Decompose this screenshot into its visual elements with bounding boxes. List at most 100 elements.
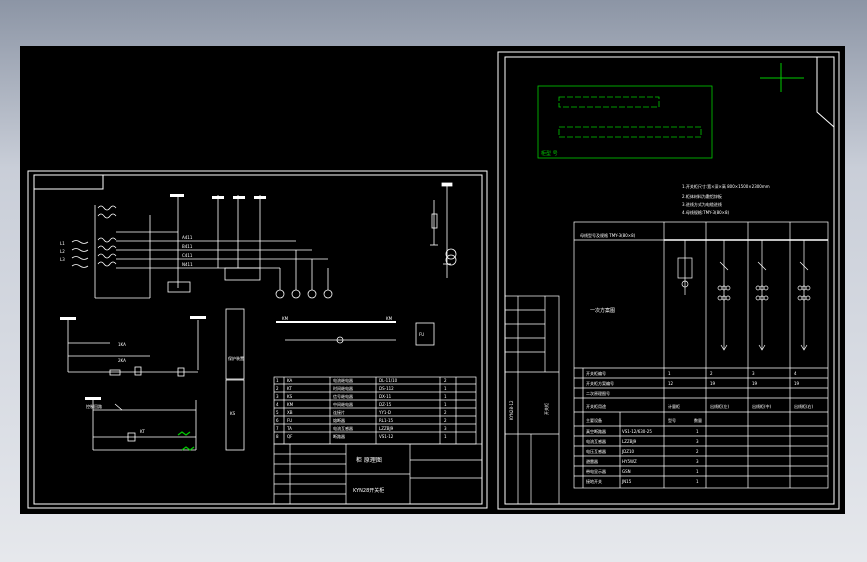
scheme-row-value: 2 bbox=[710, 371, 713, 376]
relay-label-1: 1KA bbox=[118, 342, 126, 347]
device-table-cell: 1 bbox=[276, 378, 279, 383]
instrument-meters bbox=[167, 250, 333, 299]
device-table-cell: 4 bbox=[276, 402, 279, 407]
side-strip-label-b: 开关柜 bbox=[543, 403, 549, 415]
equip-row-name: 电压互感器 bbox=[586, 448, 606, 454]
note-4: 4.母线规格:TMY-3(80×8) bbox=[682, 209, 730, 215]
equip-row-name: 接地开关 bbox=[586, 478, 602, 484]
equip-row-name: 避雷器 bbox=[586, 458, 598, 464]
device-table-cell: 7 bbox=[276, 426, 279, 431]
device-table-cell: 2 bbox=[444, 418, 447, 423]
device-table-cell: 中间继电器 bbox=[333, 401, 353, 407]
device-table-cell: DZ-15 bbox=[379, 402, 392, 407]
wire-label-a: A411 bbox=[182, 235, 193, 240]
device-table-cell: VS1-12 bbox=[379, 434, 394, 439]
device-table-cell: 1 bbox=[444, 434, 447, 439]
equip-row-model: JDZ10 bbox=[621, 449, 635, 454]
equip-row-model: HY5WZ bbox=[622, 459, 637, 464]
device-table-cell: 时间继电器 bbox=[333, 385, 353, 391]
scheme-row-value: 19 bbox=[794, 381, 800, 386]
device-table-cell: DX-11 bbox=[379, 394, 392, 399]
device-table-cell: 2 bbox=[276, 386, 279, 391]
relay-label-2: 2KA bbox=[118, 358, 126, 363]
title-block-grid bbox=[273, 443, 483, 505]
side-box-label-b: KS bbox=[230, 411, 236, 416]
drawing-subtitle: KYN28开关柜 bbox=[353, 487, 384, 494]
ct-label-b: L2 bbox=[60, 249, 65, 254]
scheme-table-grid bbox=[573, 221, 829, 489]
device-table-cell: 断路器 bbox=[333, 433, 345, 439]
device-table-cell: DS-112 bbox=[379, 386, 394, 391]
scheme-row-label: 开关柜方案编号 bbox=[586, 380, 614, 386]
equip-row-name: 真空断路器 bbox=[586, 428, 606, 434]
right-sheet bbox=[497, 51, 840, 510]
bus-label-left: KM bbox=[282, 316, 289, 321]
relay-label-3: KT bbox=[140, 429, 145, 434]
scheme-row-value: 出线柜(中) bbox=[752, 403, 772, 409]
scheme-row-value: 出线柜(右) bbox=[794, 403, 814, 409]
ct-label-c: L3 bbox=[60, 257, 65, 262]
device-table-cell: 3 bbox=[444, 426, 447, 431]
right-sheet-border bbox=[497, 51, 840, 510]
side-strip-label: KYN28-12 bbox=[509, 400, 514, 420]
nameplate-label: 柜型 号 bbox=[541, 150, 558, 157]
device-table-cell: 5 bbox=[276, 410, 279, 415]
wire-label-c: C411 bbox=[182, 253, 193, 258]
device-table-cell: 连接片 bbox=[333, 409, 345, 415]
device-table-cell: 1 bbox=[444, 402, 447, 407]
device-table-cell: KA bbox=[287, 378, 293, 383]
device-table-cell: KT bbox=[287, 386, 292, 391]
scheme-row-value: 12 bbox=[668, 381, 674, 386]
equip-row-qty: 2 bbox=[696, 449, 699, 454]
equip-head-cell: 型号 bbox=[668, 417, 676, 423]
device-table-cell: 熔断器 bbox=[333, 417, 345, 423]
crosshair-cursor bbox=[760, 63, 804, 92]
device-table-cell: QF bbox=[287, 434, 293, 439]
left-sheet-border bbox=[27, 170, 488, 509]
bus-label-right: KM bbox=[386, 316, 393, 321]
equip-row-model: JN15 bbox=[621, 479, 632, 484]
wire-label-b: B411 bbox=[182, 244, 193, 249]
scheme-row-value: 19 bbox=[710, 381, 716, 386]
left-sheet-inner-frame bbox=[33, 174, 483, 505]
note-2: 2.柜体材料为敷铝锌板 bbox=[682, 193, 722, 199]
equip-row-model: VS1-12/630-25 bbox=[622, 429, 652, 434]
green-contacts bbox=[177, 431, 195, 451]
note-3: 3.进线方式为电缆进线 bbox=[682, 201, 722, 207]
device-table-cell: 6 bbox=[276, 418, 279, 423]
equip-row-model: GSN bbox=[622, 469, 631, 474]
drawing-title: 柜 原理图 bbox=[356, 456, 382, 464]
scheme-row-label: 开关柜用途 bbox=[586, 403, 606, 409]
device-table-cell: TA bbox=[286, 426, 292, 431]
left-sheet-text: L1 L2 L3 A411 B411 C411 N411 1KA 2KA KT … bbox=[60, 235, 424, 434]
equip-row-qty: 1 bbox=[696, 429, 699, 434]
equip-head-cell: 数量 bbox=[694, 417, 702, 423]
equip-row-model: LZZBJ9 bbox=[622, 439, 637, 444]
scheme-row-value: 出线柜(左) bbox=[710, 403, 730, 409]
terminal-bars bbox=[60, 194, 396, 400]
equip-row-name: 电流互感器 bbox=[586, 438, 606, 444]
side-box-label: 保护装置 bbox=[228, 355, 244, 361]
device-table-cell: FU bbox=[287, 418, 292, 423]
nameplate-box bbox=[537, 85, 713, 159]
device-table-cell: XB bbox=[287, 410, 293, 415]
note-1: 1.开关柜尺寸:宽×深×高 800×1500×2300mm bbox=[682, 183, 770, 189]
device-table-cell: YY1-D bbox=[378, 410, 391, 415]
scheme-row-value: 3 bbox=[752, 371, 755, 376]
equip-row-name: 带电显示器 bbox=[586, 468, 606, 474]
device-table-cell: 电流互感器 bbox=[333, 425, 353, 431]
device-table-cell: DL-11/10 bbox=[379, 378, 398, 383]
device-table-cell: 1 bbox=[444, 386, 447, 391]
device-table-cell: KS bbox=[287, 394, 293, 399]
scheme-row-value: 计量柜 bbox=[668, 403, 680, 409]
control-circuit-title: 控制回路 bbox=[86, 403, 102, 409]
scheme-label: 一次方案图 bbox=[590, 307, 615, 314]
equip-row-qty: 3 bbox=[696, 439, 699, 444]
single-line-diagram bbox=[664, 239, 828, 351]
control-circuits bbox=[67, 308, 435, 451]
device-table-cell: 8 bbox=[276, 434, 279, 439]
device-table-cell: 2 bbox=[444, 410, 447, 415]
